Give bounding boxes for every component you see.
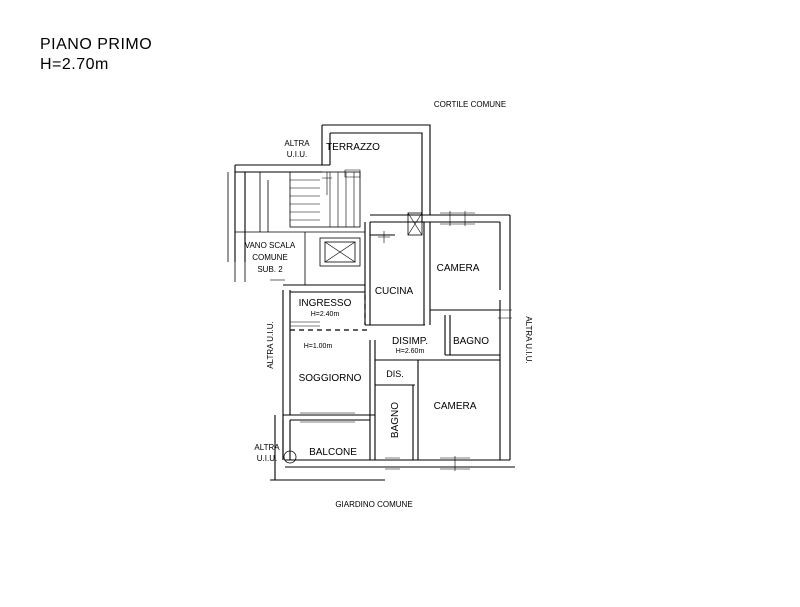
closet-label: DIS. (386, 369, 404, 379)
courtyard-label: CORTILE COMUNE (434, 100, 506, 109)
entrance-label: INGRESSO (299, 298, 352, 309)
floor-title: PIANO PRIMO (40, 36, 153, 53)
floor-height: H=2.70m (40, 56, 109, 73)
interior-walls (282, 222, 500, 460)
terrace-label: TERRAZZO (326, 142, 380, 153)
bathroom-left-label: BAGNO (390, 402, 401, 438)
bedroom-top-label: CAMERA (437, 263, 480, 274)
other-unit-bottom-line1: ALTRA (254, 443, 280, 452)
landing-label: DISIMP. (392, 336, 428, 347)
stairwell-label-2: COMUNE (252, 253, 288, 262)
garden-label: GIARDINO COMUNE (335, 500, 412, 509)
stairwell-label-1: VANO SCALA (245, 241, 296, 250)
stairwell-label-3: SUB. 2 (257, 265, 283, 274)
stairwell (234, 169, 365, 285)
entrance-height: H=2.40m (311, 311, 340, 318)
step-height: H=1.00m (304, 343, 333, 350)
kitchen-label: CUCINA (375, 286, 414, 297)
other-unit-bottom-line2: U.I.U. (257, 454, 277, 463)
balcony-label: BALCONE (309, 447, 357, 458)
bedroom-bottom-label: CAMERA (434, 401, 477, 412)
living-room-label: SOGGIORNO (299, 373, 362, 384)
other-unit-top-line1: ALTRA (284, 139, 310, 148)
landing-height: H=2.60m (396, 348, 425, 355)
other-unit-right-label: ALTRA U.I.U. (524, 316, 533, 363)
building-outline (227, 124, 515, 481)
other-unit-top-line2: U.I.U. (287, 150, 307, 159)
bathroom-right-label: BAGNO (453, 336, 489, 347)
other-unit-left-label: ALTRA U.I.U. (266, 321, 275, 368)
windows (283, 211, 512, 471)
